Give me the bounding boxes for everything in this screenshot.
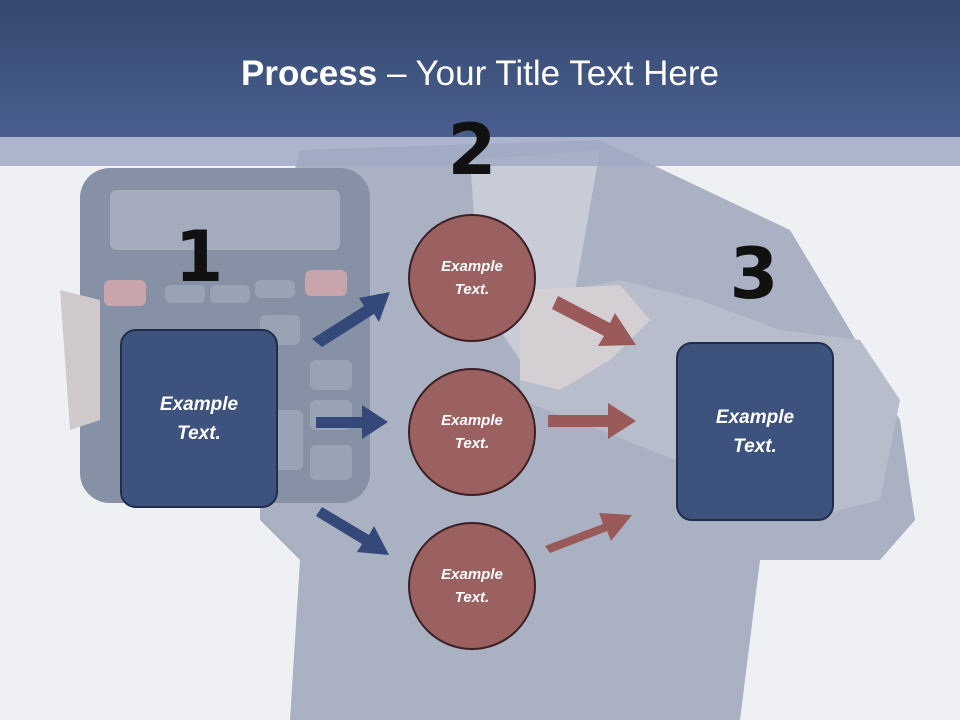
step-number-1: 1: [174, 216, 224, 298]
slide-title: Process – Your Title Text Here: [0, 52, 960, 96]
title-bold: Process: [241, 54, 378, 93]
circle-middle: Example Text.: [408, 368, 536, 496]
circle-bottom: Example Text.: [408, 522, 536, 650]
circle-top-text: Example Text.: [441, 258, 503, 298]
circle-bottom-text: Example Text.: [441, 566, 503, 606]
left-box: Example Text.: [120, 329, 278, 508]
step-number-3: 3: [729, 233, 779, 315]
title-rest: – Your Title Text Here: [377, 54, 719, 93]
step-number-2: 2: [447, 109, 497, 191]
right-box-text: Example Text.: [715, 406, 795, 457]
left-box-text: Example Text.: [159, 393, 239, 444]
right-box: Example Text.: [676, 342, 834, 521]
circle-middle-text: Example Text.: [441, 412, 503, 452]
header-stripe: [0, 137, 960, 166]
header-bar: [0, 0, 960, 137]
circle-top: Example Text.: [408, 214, 536, 342]
